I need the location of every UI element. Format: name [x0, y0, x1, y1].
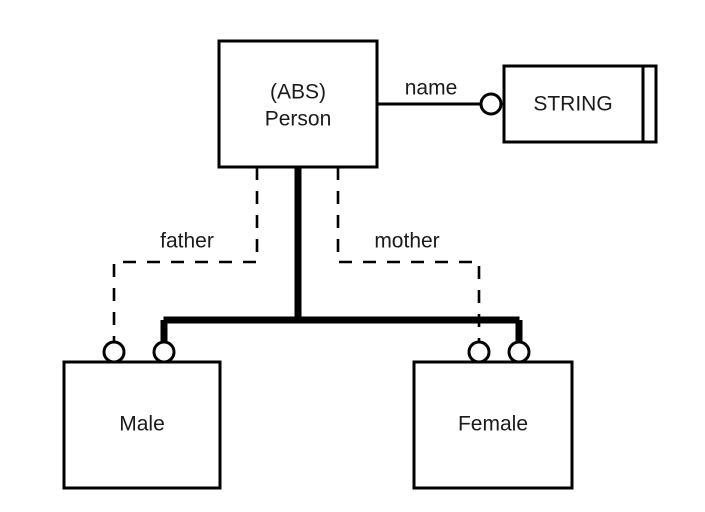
male-name-label: Male [119, 413, 165, 436]
male-box [62, 360, 222, 490]
name-label-backdrop [396, 74, 466, 102]
edge-generalization[interactable] [160, 167, 523, 342]
node-male[interactable]: Male [62, 360, 222, 490]
person-name-label: Person [265, 108, 332, 131]
edge-label-mother-group: mother [365, 227, 451, 255]
circle-inherit-female-endpoint [507, 340, 531, 364]
edge-mother[interactable] [336, 167, 481, 342]
name-edge-label: name [405, 77, 458, 100]
female-name-label: Female [458, 413, 528, 436]
node-female[interactable]: Female [412, 360, 574, 490]
mother-edge-label: mother [374, 230, 439, 253]
female-box [412, 360, 574, 490]
person-box [217, 39, 379, 169]
string-box [502, 64, 658, 144]
mother-label-backdrop [365, 227, 451, 255]
mother-association-line [336, 167, 481, 342]
circle-name-string-endpoint [479, 92, 503, 116]
edge-label-father-group: father [150, 227, 226, 255]
edge-label-name-group: name [396, 74, 466, 102]
node-string[interactable]: STRING [502, 64, 658, 144]
node-person[interactable]: (ABS) Person [217, 39, 379, 169]
father-edge-label: father [160, 230, 214, 253]
circle-mother-female-endpoint [467, 340, 491, 364]
person-stereotype-label: (ABS) [270, 81, 326, 104]
circle-inherit-male-endpoint [152, 340, 176, 364]
string-name-label: STRING [533, 93, 612, 116]
father-label-backdrop [150, 227, 226, 255]
circle-father-male-endpoint [102, 340, 126, 364]
